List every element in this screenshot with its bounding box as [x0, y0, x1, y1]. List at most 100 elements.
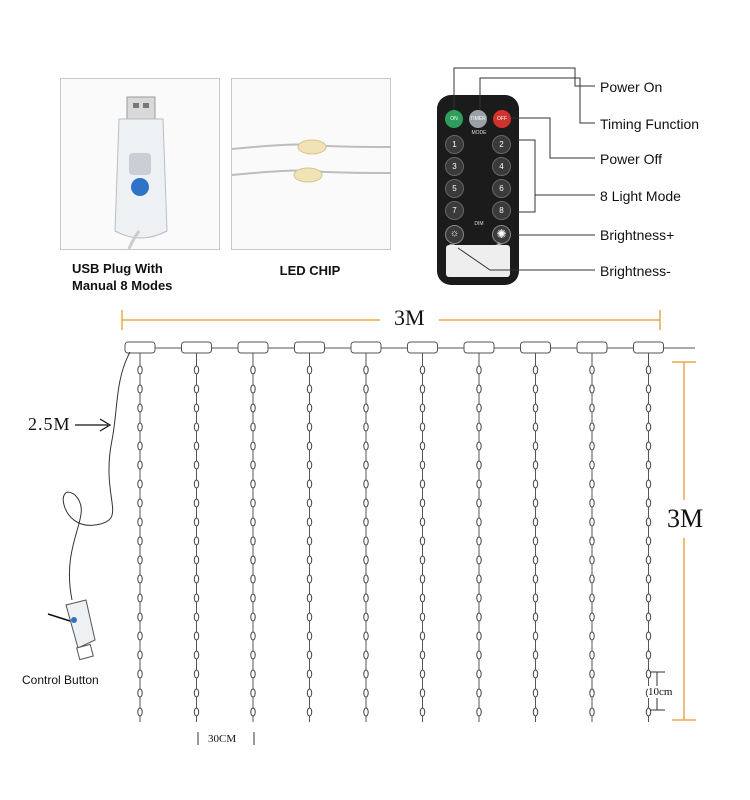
led-bulb	[589, 574, 595, 584]
led-strand	[294, 341, 325, 722]
led-bulb	[532, 536, 539, 546]
led-bulb	[645, 517, 652, 527]
control-button-label: Control Button	[22, 673, 99, 687]
mode-key-8[interactable]: 8	[492, 201, 511, 220]
led-bulb	[645, 498, 652, 508]
led-bulb	[193, 403, 200, 413]
led-bulb	[250, 631, 256, 641]
led-bulb	[532, 707, 539, 717]
led-bulb	[193, 498, 200, 508]
led-bulb	[419, 441, 426, 451]
timer-button[interactable]: TIMER	[469, 110, 487, 128]
led-bulb	[137, 536, 143, 546]
led-bulb	[476, 384, 482, 394]
led-bulb	[250, 688, 256, 698]
led-bulb	[137, 555, 143, 565]
led-bulb	[589, 631, 595, 641]
led-bulb	[250, 555, 256, 565]
led-bulb	[137, 612, 143, 622]
usb-plug-photo	[60, 78, 220, 250]
brightness-plus-button[interactable]: ✺	[492, 225, 511, 244]
lead-cable	[62, 351, 131, 601]
led-bulb	[419, 365, 426, 375]
led-strand	[520, 341, 551, 722]
led-bulb	[532, 422, 539, 432]
control-arrow	[47, 613, 71, 622]
mode-key-1[interactable]: 1	[445, 135, 464, 154]
led-bulb	[476, 612, 482, 622]
plus-sign: +	[496, 240, 502, 251]
led-bulb	[137, 384, 143, 394]
led-bulb	[419, 669, 426, 679]
led-bulb	[363, 460, 369, 470]
strand-connector	[407, 341, 438, 354]
mode-key-7[interactable]: 7	[445, 201, 464, 220]
led-bulb	[532, 631, 539, 641]
led-bulb	[589, 650, 595, 660]
led-bulb	[589, 498, 595, 508]
led-bulb	[645, 479, 652, 489]
led-bulb	[645, 536, 652, 546]
mode-key-4[interactable]: 4	[492, 157, 511, 176]
led-bulb	[532, 612, 539, 622]
led-bulb	[532, 365, 539, 375]
led-bulb	[363, 403, 369, 413]
led-bulb	[476, 650, 482, 660]
led-bulb	[193, 384, 200, 394]
led-bulb	[476, 555, 482, 565]
led-bulb	[137, 498, 143, 508]
led-bulb	[363, 612, 369, 622]
led-bulb	[137, 574, 143, 584]
led-bulb	[476, 707, 482, 717]
led-bulb	[532, 460, 539, 470]
led-bulb	[137, 403, 143, 413]
led-bulb	[476, 536, 482, 546]
strand-connector	[633, 341, 664, 354]
led-bulb	[306, 650, 313, 660]
mode-key-2[interactable]: 2	[492, 135, 511, 154]
led-bulb	[645, 555, 652, 565]
led-strand	[237, 341, 269, 722]
led-bulb	[645, 441, 652, 451]
led-bulb	[419, 574, 426, 584]
label-brightness-plus: Brightness+	[600, 227, 675, 243]
led-bulb	[193, 536, 200, 546]
led-bulb	[193, 422, 200, 432]
led-bulb	[363, 650, 369, 660]
led-bulb	[193, 688, 200, 698]
mode-key-5[interactable]: 5	[445, 179, 464, 198]
led-bulb	[137, 669, 143, 679]
usb-plug-icon	[114, 96, 168, 249]
led-bulb	[476, 574, 482, 584]
led-bulb	[250, 441, 256, 451]
led-bulb	[363, 384, 369, 394]
led-bulb	[589, 555, 595, 565]
led-chip-icon	[232, 139, 390, 183]
led-bulb	[645, 574, 652, 584]
height-label: 3M	[665, 500, 706, 538]
led-bulb	[589, 365, 595, 375]
led-bulb	[306, 365, 313, 375]
led-bulb	[589, 612, 595, 622]
led-bulb	[532, 650, 539, 660]
power-off-button[interactable]: OFF	[493, 110, 511, 128]
led-bulb	[476, 403, 482, 413]
led-bulb	[137, 631, 143, 641]
height-dimension-line	[672, 361, 696, 721]
usb-caption-line2: Manual 8 Modes	[72, 278, 173, 293]
usb-caption-line1: USB Plug With	[72, 261, 163, 276]
led-bulb	[476, 365, 482, 375]
power-on-button[interactable]: ON	[445, 110, 463, 128]
minus-sign: −	[449, 240, 455, 251]
mode-key-3[interactable]: 3	[445, 157, 464, 176]
led-bulb	[419, 593, 426, 603]
led-bulb	[363, 707, 369, 717]
mode-key-6[interactable]: 6	[492, 179, 511, 198]
led-bulb	[589, 384, 595, 394]
led-bulb	[250, 498, 256, 508]
led-bulb	[419, 498, 426, 508]
brightness-minus-button[interactable]: ☼	[445, 225, 464, 244]
led-bulb	[250, 574, 256, 584]
led-bulb	[193, 517, 200, 527]
